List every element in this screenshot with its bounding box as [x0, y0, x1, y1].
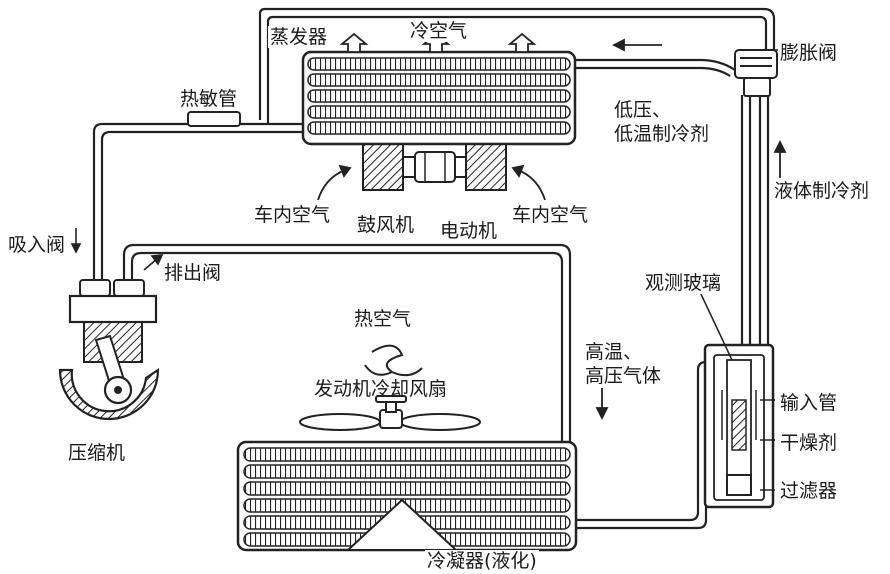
label-sight-glass: 观测玻璃	[643, 272, 724, 294]
flow-arrow-top	[611, 38, 662, 52]
label-liquid-refrigerant: 液体制冷剂	[772, 180, 872, 202]
cooling-fan	[299, 395, 481, 431]
label-desiccant: 干燥剂	[778, 432, 840, 454]
condenser-coil	[236, 440, 578, 552]
label-cold-air: 冷空气	[408, 20, 470, 42]
label-low-pressure-line1: 低压、	[614, 99, 672, 121]
label-expansion-valve: 膨胀阀	[778, 42, 840, 64]
suction-arrow	[70, 228, 82, 254]
thermo-bulb	[187, 111, 241, 127]
label-high-temp-line1: 高温、	[585, 341, 643, 363]
flow-arrow-liquid	[773, 139, 787, 178]
label-thermo-tube: 热敏管	[178, 88, 240, 110]
compressor-body	[58, 279, 160, 421]
label-motor: 电动机	[438, 220, 500, 242]
cabin-air-arrows	[317, 164, 546, 201]
cold-air-arrows	[339, 32, 537, 53]
blower-motor-assembly	[362, 143, 507, 191]
evaporator-coil	[301, 50, 577, 146]
label-evaporator: 蒸发器	[268, 26, 330, 48]
label-cabin-air-right: 车内空气	[510, 204, 591, 226]
label-low-pressure-line2: 低温制冷剂	[614, 123, 710, 145]
discharge-arrow	[143, 254, 164, 271]
high-temp-arrow	[595, 388, 609, 421]
label-discharge-valve: 排出阀	[162, 262, 224, 284]
label-compressor: 压缩机	[66, 442, 128, 464]
label-blower: 鼓风机	[355, 214, 417, 236]
expansion-valve-body	[734, 49, 778, 97]
label-suction-valve: 吸入阀	[6, 234, 68, 256]
label-filter: 过滤器	[778, 480, 840, 502]
label-high-temp-line2: 高压气体	[585, 365, 662, 387]
receiver-drier	[703, 343, 775, 509]
label-hot-air: 热空气	[352, 308, 414, 330]
label-high-temp: 高温、 高压气体	[583, 340, 664, 388]
label-engine-fan: 发动机冷却风扇	[314, 378, 448, 400]
label-condenser: 冷凝器(液化)	[425, 550, 539, 572]
label-low-pressure: 低压、 低温制冷剂	[612, 98, 712, 146]
hot-air-squiggle	[364, 344, 423, 377]
label-inlet-tube: 输入管	[778, 392, 840, 414]
refrigerant-pipes	[92, 7, 776, 530]
label-cabin-air-left: 车内空气	[252, 204, 333, 226]
receiver-leaders	[699, 49, 778, 491]
